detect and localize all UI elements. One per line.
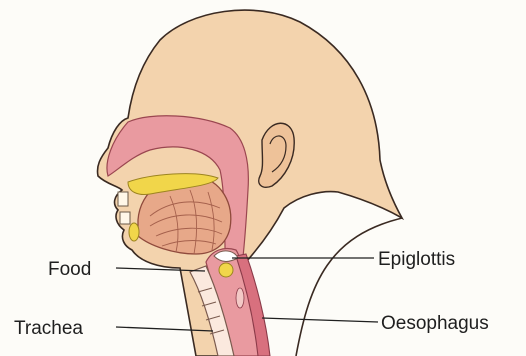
neck-back-line <box>296 218 402 356</box>
epiglottis-label: Epiglottis <box>378 249 455 270</box>
oesophagus-pointer-line <box>262 318 378 322</box>
food-bolus <box>219 263 233 277</box>
oesophagus-fold <box>236 288 244 308</box>
front-food <box>129 223 139 241</box>
food-label: Food <box>48 259 91 280</box>
oesophagus-label: Oesophagus <box>381 313 489 334</box>
trachea-label: Trachea <box>14 318 83 339</box>
